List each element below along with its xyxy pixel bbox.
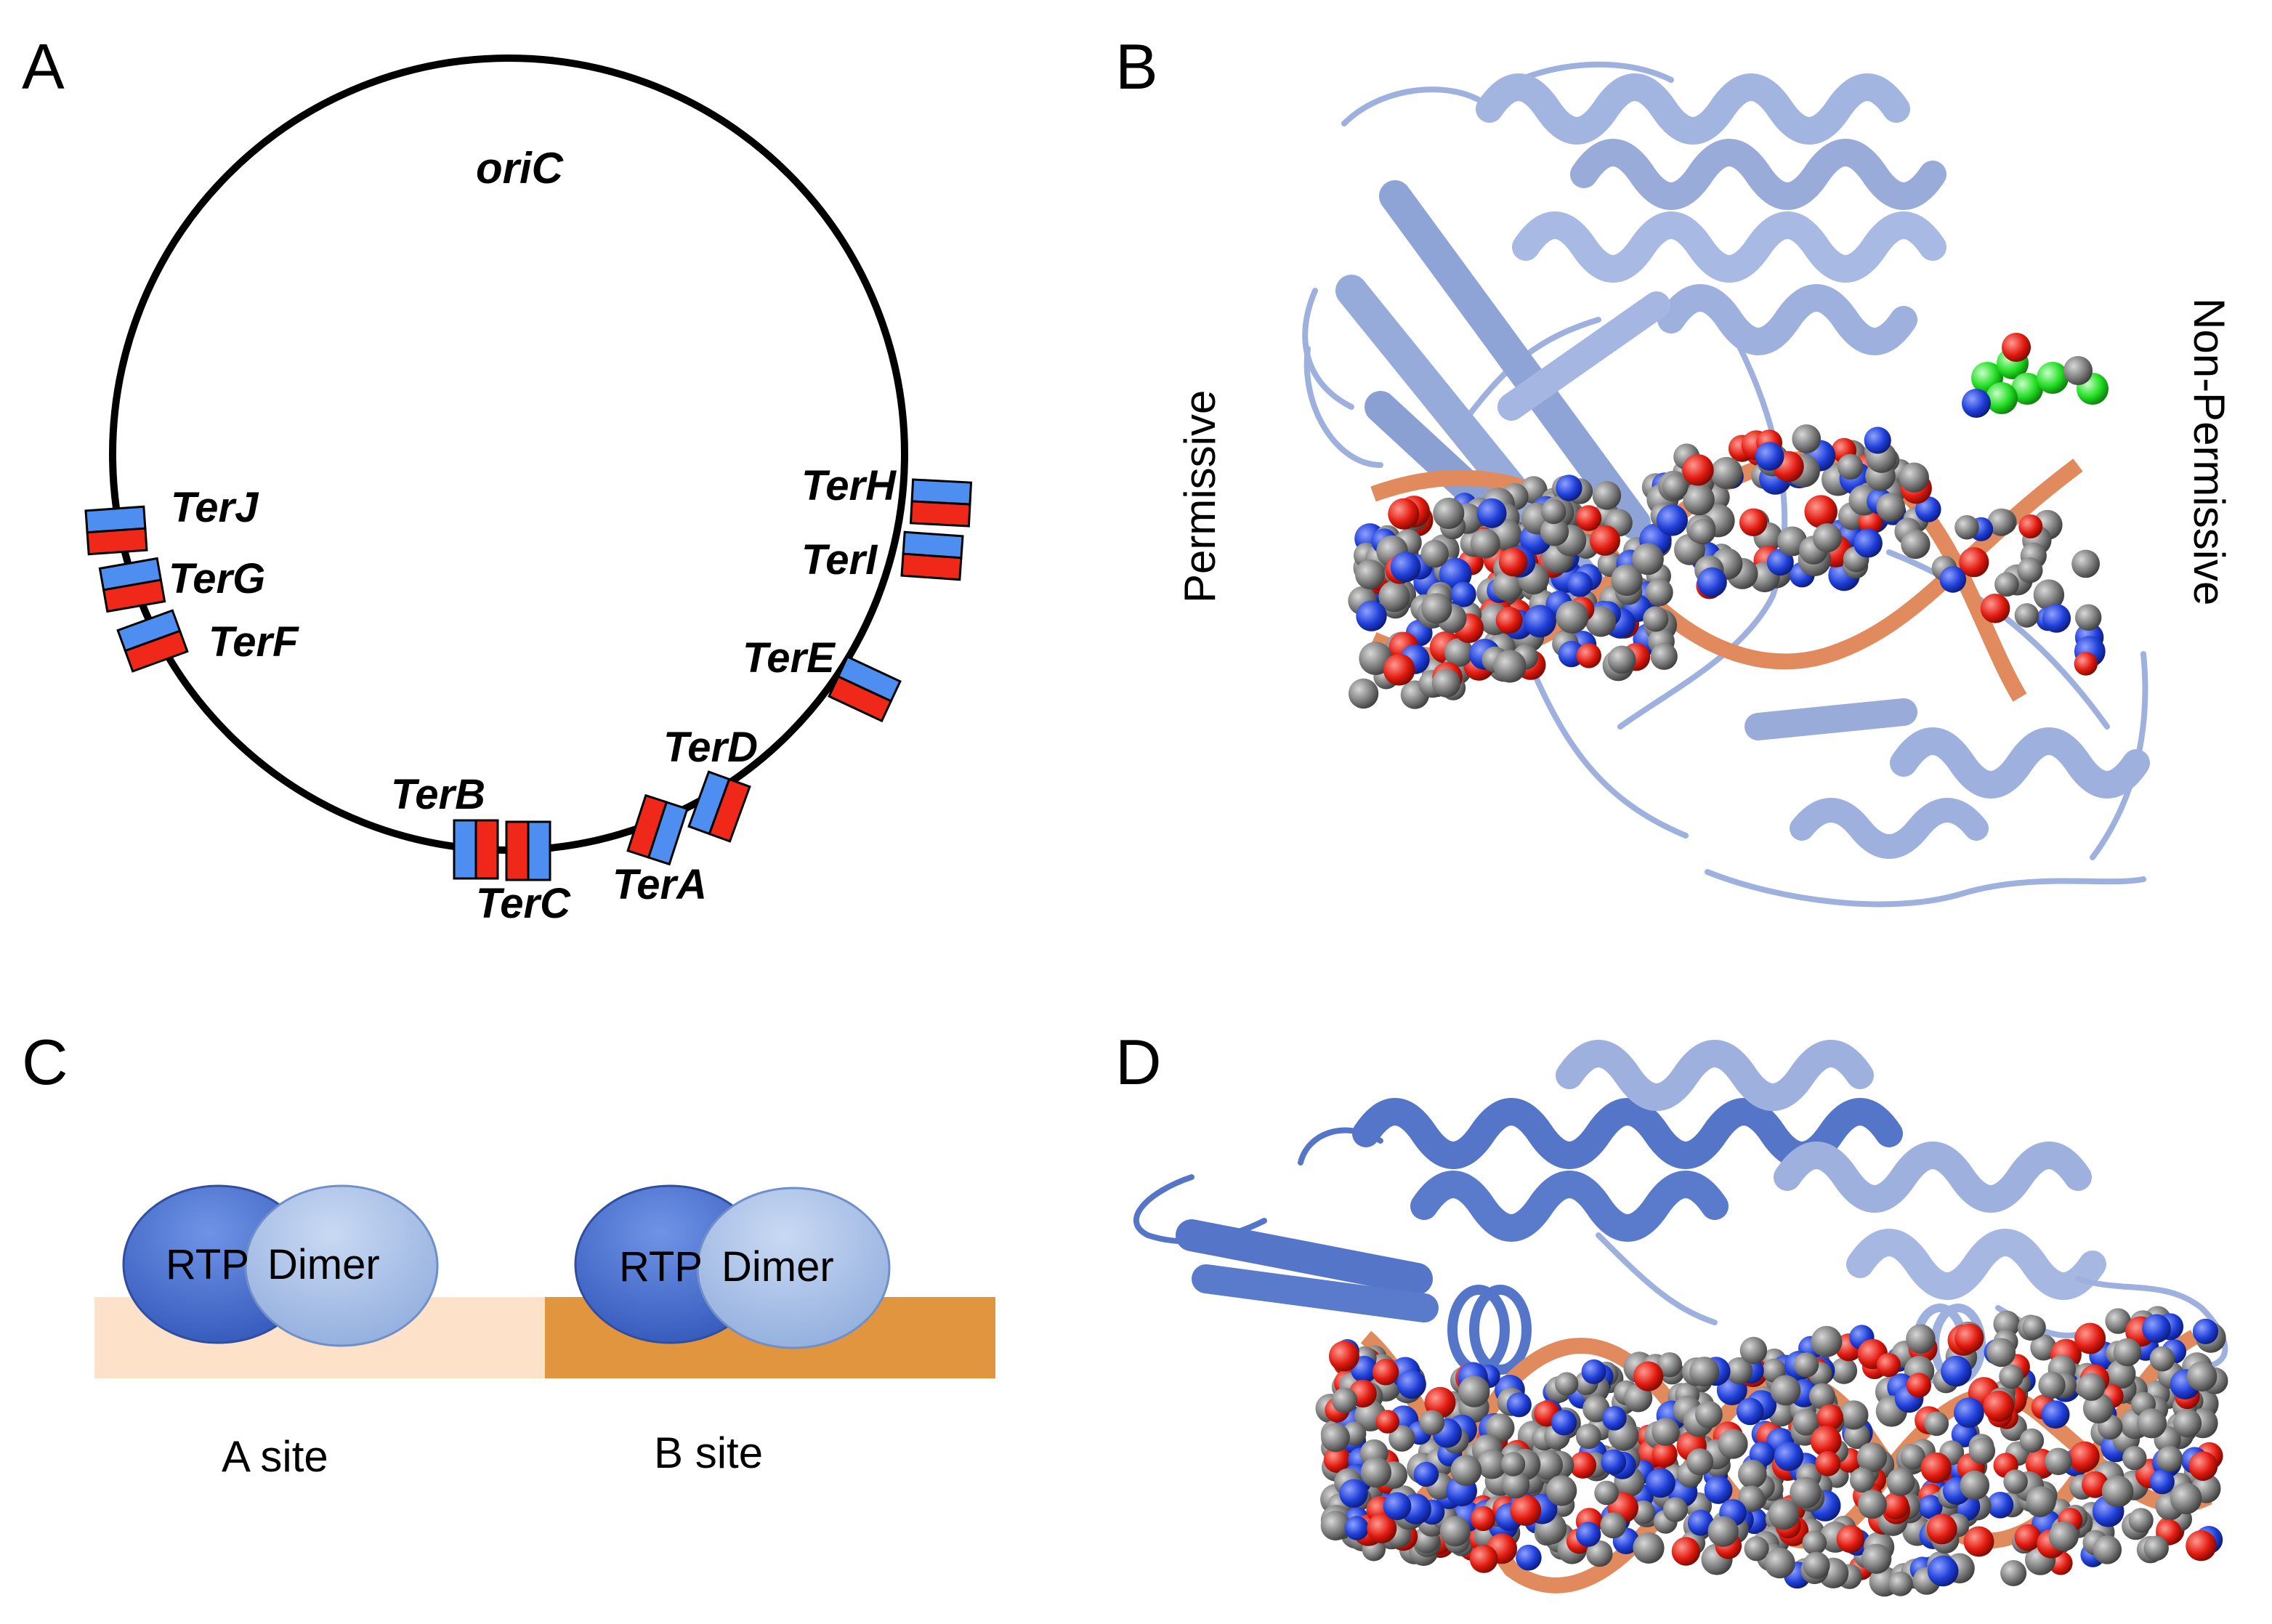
b-site-label: B site bbox=[654, 1429, 763, 1477]
ter-label-c: TerC bbox=[476, 880, 571, 927]
panel-letter-d: D bbox=[1115, 1026, 1162, 1098]
atom-spheres-d bbox=[1315, 1306, 2228, 1597]
ter-label-d: TerD bbox=[663, 724, 758, 771]
ter-label-j: TerJ bbox=[171, 484, 259, 531]
panel-d: D bbox=[1115, 1026, 2228, 1597]
panel-letter-c: C bbox=[22, 1026, 68, 1098]
ter-site-d bbox=[687, 770, 751, 843]
ter-label-i: TerI bbox=[801, 536, 878, 583]
a-site-complex: RTP Dimer bbox=[122, 1184, 439, 1347]
a-site-label: A site bbox=[222, 1432, 328, 1481]
ter-site-j bbox=[84, 505, 148, 556]
oric-label: oriC bbox=[476, 144, 565, 193]
rtp-label-b: RTP bbox=[619, 1243, 703, 1290]
ligand-atoms-b bbox=[1962, 333, 2109, 418]
ter-site-i bbox=[900, 530, 964, 581]
permissive-label: Permissive bbox=[1176, 390, 1224, 603]
ter-label-h: TerH bbox=[801, 462, 897, 509]
dimer-blob-b bbox=[696, 1187, 891, 1349]
panel-b: B Permissive Non-Permissive bbox=[1115, 31, 2233, 908]
atom-spheres-b bbox=[1348, 424, 2106, 709]
panel-c: C RTP Dimer RTP Dimer A site B site bbox=[22, 1026, 995, 1481]
dimer-label-a: Dimer bbox=[267, 1241, 380, 1288]
ter-label-a: TerA bbox=[613, 861, 707, 908]
ter-label-e: TerE bbox=[743, 634, 836, 682]
ter-site-h bbox=[909, 478, 973, 528]
ter-site-g bbox=[98, 557, 166, 613]
ter-site-a bbox=[626, 793, 689, 866]
panel-letter-a: A bbox=[22, 31, 65, 102]
dimer-blob-a bbox=[244, 1184, 439, 1347]
non-permissive-label: Non-Permissive bbox=[2185, 298, 2233, 605]
ter-label-g: TerG bbox=[169, 555, 265, 602]
panel-letter-b: B bbox=[1115, 31, 1158, 102]
ter-label-f: TerF bbox=[209, 618, 299, 666]
ter-site-e bbox=[828, 655, 902, 723]
rtp-label-a: RTP bbox=[166, 1241, 249, 1288]
protein-ribbon-d bbox=[1133, 1040, 2228, 1385]
ter-site-f bbox=[116, 609, 189, 673]
ter-label-b: TerB bbox=[391, 771, 485, 818]
ter-site-b bbox=[453, 819, 499, 880]
panel-a: A oriC bbox=[22, 31, 973, 927]
ter-site-c bbox=[505, 820, 551, 881]
dimer-label-b: Dimer bbox=[721, 1243, 834, 1290]
b-site-complex: RTP Dimer bbox=[574, 1184, 891, 1349]
